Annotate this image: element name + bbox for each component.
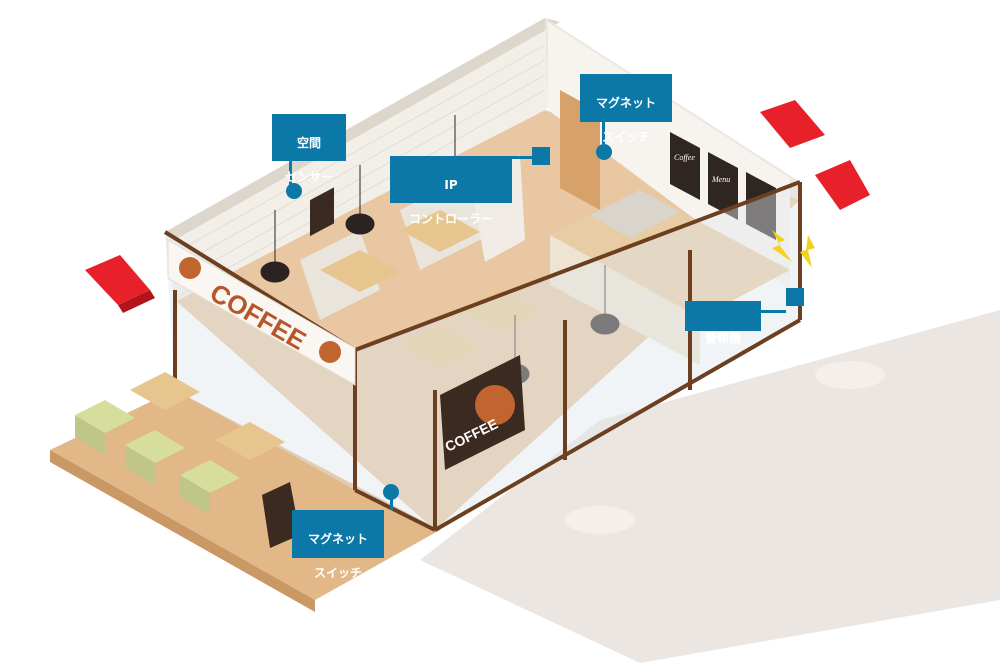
magnet-switch-back-marker bbox=[596, 144, 612, 160]
planter-1 bbox=[75, 400, 135, 433]
leader-space-sensor bbox=[289, 160, 292, 186]
callout-space-sensor: 空間 センサー bbox=[272, 114, 346, 184]
coffee-banner-logo-left bbox=[179, 257, 201, 279]
callout-magnet-switch-back-line2: スイッチ bbox=[601, 130, 650, 144]
callout-ip-controller: IP コントローラー bbox=[390, 156, 512, 226]
table-3 bbox=[400, 325, 480, 367]
menu-board-2 bbox=[708, 152, 738, 220]
menu-board-3 bbox=[746, 172, 776, 240]
callout-magnet-switch-front-line1: マグネット bbox=[307, 532, 368, 546]
magnet-switch-front-marker bbox=[383, 484, 399, 500]
coffee-machine bbox=[590, 190, 680, 238]
leader-magnet-back bbox=[602, 122, 605, 144]
camera-right-bottom bbox=[815, 160, 870, 210]
table-2 bbox=[400, 210, 480, 252]
space-sensor-marker bbox=[286, 183, 302, 199]
leader-alarm bbox=[760, 310, 786, 313]
camera-right-top bbox=[760, 100, 825, 148]
counter-front bbox=[550, 235, 700, 365]
table-4 bbox=[460, 290, 540, 332]
camera-left bbox=[85, 255, 155, 313]
wall-picture-1 bbox=[310, 187, 334, 237]
alarm-marker bbox=[786, 288, 804, 306]
back-wall-left-top bbox=[165, 18, 560, 238]
planter-3-side bbox=[180, 475, 210, 515]
planter-3 bbox=[180, 460, 240, 493]
terrace-table-2 bbox=[215, 422, 285, 460]
menu-board-1 bbox=[670, 132, 700, 200]
coffee-banner-logo-right bbox=[319, 341, 341, 363]
planter-2-side bbox=[125, 445, 155, 485]
planter-2 bbox=[125, 430, 185, 463]
callout-ip-controller-line2: コントローラー bbox=[408, 212, 493, 226]
terrace-table-1 bbox=[130, 372, 200, 410]
table-1 bbox=[320, 250, 400, 292]
callout-ip-controller-line1: IP bbox=[444, 178, 458, 192]
floor-shadow bbox=[420, 310, 1000, 663]
ground-reflection-1 bbox=[815, 361, 885, 389]
menu-board-back-text: Coffee bbox=[674, 153, 695, 162]
window-coffee-logo bbox=[475, 385, 515, 425]
alarm-flash bbox=[772, 230, 815, 268]
terrace-edge bbox=[50, 450, 315, 612]
planter-1-side bbox=[75, 415, 105, 455]
back-wall-left bbox=[165, 18, 548, 302]
coffee-banner bbox=[167, 239, 356, 386]
callout-space-sensor-line1: 空間 bbox=[296, 136, 321, 150]
brick-pattern bbox=[179, 44, 546, 296]
leader-ip-controller bbox=[512, 156, 538, 159]
menu-board-mid-text: Menu bbox=[711, 175, 730, 184]
menu-stand bbox=[262, 482, 300, 548]
callout-alarm: 警報機 bbox=[685, 301, 761, 345]
callout-magnet-switch-front: マグネット スイッチ bbox=[292, 510, 384, 580]
callout-magnet-switch-back-line1: マグネット bbox=[595, 96, 656, 110]
callout-magnet-switch-front-line2: スイッチ bbox=[313, 566, 362, 580]
callout-space-sensor-line2: センサー bbox=[284, 170, 333, 184]
leader-magnet-front bbox=[390, 496, 393, 510]
ground-reflection-2 bbox=[565, 506, 635, 534]
callout-magnet-switch-back: マグネット スイッチ bbox=[580, 74, 672, 144]
ip-controller-marker bbox=[532, 147, 550, 165]
callout-alarm-label: 警報機 bbox=[704, 331, 741, 345]
